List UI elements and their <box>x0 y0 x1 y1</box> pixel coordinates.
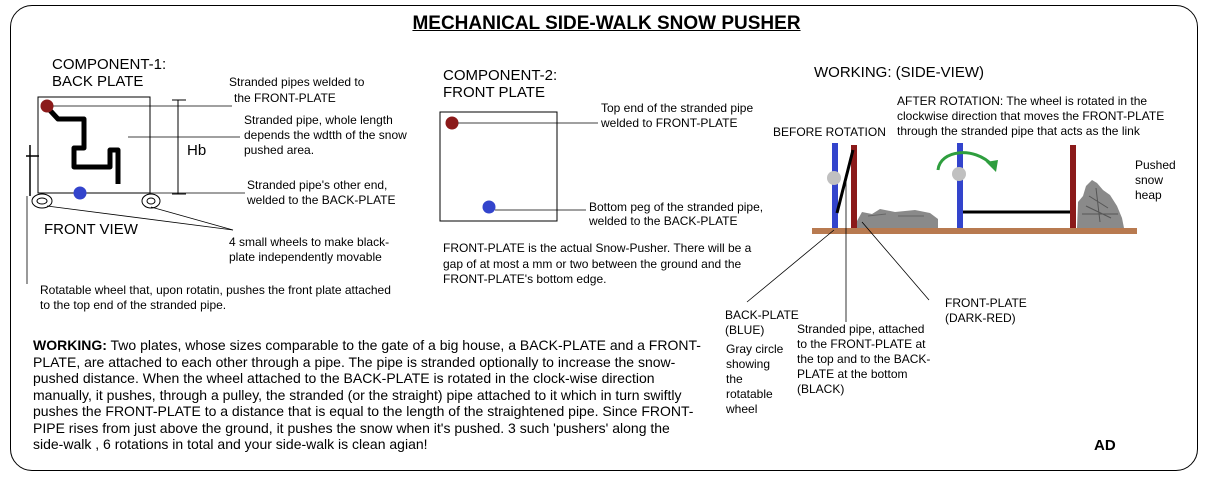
leader-back-plate <box>746 229 835 303</box>
rotatable-wheel-before <box>827 171 841 185</box>
note-other-end-line1: Stranded pipe's other end, <box>247 178 388 192</box>
pushed-snow-line3: heap <box>1135 188 1162 202</box>
note-wheels-line1: 4 small wheels to make black- <box>229 235 390 249</box>
note-rotatable-line2: to the top end of the stranded pipe. <box>40 298 227 312</box>
after-rotation-line1: AFTER ROTATION: The wheel is rotated in … <box>897 94 1148 108</box>
front-plate-outline <box>439 111 558 222</box>
note-wheels-line2: plate independently movable <box>229 250 382 264</box>
small-wheel-right <box>141 193 161 209</box>
gray-circle-line2: showing <box>726 357 771 371</box>
note-bottom-line1: Bottom peg of the stranded pipe, <box>589 200 764 214</box>
note-bottom-line2: welded to the BACK-PLATE <box>589 214 738 228</box>
gray-circle-line5: wheel <box>726 402 758 416</box>
pushed-snow-line2: snow <box>1135 173 1164 187</box>
back-plate-outline <box>37 96 151 194</box>
note-other-end-line2: welded to the BACK-PLATE <box>247 193 396 207</box>
pipe-label-line2: to the FRONT-PLATE at <box>797 337 926 351</box>
gray-circle-line1: Gray circle <box>726 342 784 356</box>
front-view-label: FRONT VIEW <box>44 221 138 238</box>
front-plate-red-before <box>851 145 857 228</box>
front-plate-desc-line3: FRONT-PLATE's bottom edge. <box>443 272 607 286</box>
component2-heading-line1: COMPONENT-2: <box>443 67 558 84</box>
stranded-pipe-front-view <box>44 104 121 184</box>
gray-circle-line3: the <box>726 372 743 386</box>
front-top-end-red <box>445 116 459 130</box>
component1-heading-line1: COMPONENT-1: <box>52 56 167 73</box>
gray-circle-line4: rotatable <box>726 387 773 401</box>
pipe-label-line4: PLATE at the bottom <box>797 367 908 381</box>
working-side-heading: WORKING: (SIDE-VIEW) <box>814 64 984 81</box>
note-length-line3: pushed area. <box>244 143 315 157</box>
back-plate-label-line2: (BLUE) <box>725 323 765 337</box>
leader-wheels-2 <box>150 206 234 231</box>
small-wheel-left <box>31 193 53 209</box>
front-plate-label-line2: (DARK-RED) <box>945 311 1016 325</box>
back-plate-label-line1: BACK-PLATE <box>725 308 799 322</box>
snow-before <box>857 209 938 228</box>
signature: AD <box>1094 437 1116 454</box>
note-top-line2: welded to FRONT-PLATE <box>601 116 738 130</box>
note-welded-line1: Stranded pipes welded to <box>229 75 365 89</box>
clockwise-arrow <box>936 151 994 171</box>
note-top-line1: Top end of the stranded pipe <box>601 101 754 115</box>
small-wheel-right-inner <box>146 197 156 205</box>
front-plate-label-line1: FRONT-PLATE <box>945 296 1027 310</box>
back-plate-blue-before <box>832 143 838 228</box>
pushed-snow-line1: Pushed <box>1135 158 1176 172</box>
after-rotation-line3: through the stranded pipe that acts as t… <box>897 124 1140 138</box>
pipe-label-line5: (BLACK) <box>797 382 845 396</box>
front-plate-desc-line2: gap of at most a mm or two between the g… <box>443 257 742 271</box>
working-text: Two plates, whose sizes comparable to th… <box>33 337 701 452</box>
component2-heading-line2: FRONT PLATE <box>443 84 545 101</box>
small-wheel-left-inner <box>36 197 48 205</box>
pipe-top-end-red <box>40 99 54 113</box>
pushed-snow-heap <box>1077 180 1124 228</box>
hb-label: Hb <box>187 142 207 159</box>
rotatable-wheel-after <box>952 167 966 181</box>
pipe-label-line1: Stranded pipe, attached <box>797 322 925 336</box>
after-rotation-line2: clockwise direction that moves the FRONT… <box>897 109 1165 123</box>
diagram-frame <box>10 5 1198 471</box>
pipe-bottom-end-blue <box>73 186 87 200</box>
before-rotation-label: BEFORE ROTATION <box>773 125 886 139</box>
note-rotatable-line1: Rotatable wheel that, upon rotatin, push… <box>40 283 391 297</box>
working-label: WORKING: <box>33 337 107 353</box>
note-length-line1: Stranded pipe, whole length <box>244 113 393 127</box>
front-plate-desc-line1: FRONT-PLATE is the actual Snow-Pusher. T… <box>443 241 752 255</box>
note-welded-line2: the FRONT-PLATE <box>234 91 336 105</box>
front-bottom-peg-blue <box>482 200 496 214</box>
leader-wheels-1 <box>46 205 234 231</box>
pipe-black-before <box>835 149 855 214</box>
ground-strip <box>812 228 1137 234</box>
note-length-line2: depends the wdtth of the snow <box>244 128 407 142</box>
front-plate-red-after <box>1070 145 1076 228</box>
page-title: MECHANICAL SIDE-WALK SNOW PUSHER <box>412 13 801 34</box>
back-plate-blue-after <box>957 143 963 228</box>
leader-front-plate <box>861 221 930 301</box>
working-paragraph: WORKING: Two plates, whose sizes compara… <box>33 337 703 453</box>
component1-heading-line2: BACK PLATE <box>52 73 144 90</box>
pipe-label-line3: the top and to the BACK- <box>797 352 931 366</box>
